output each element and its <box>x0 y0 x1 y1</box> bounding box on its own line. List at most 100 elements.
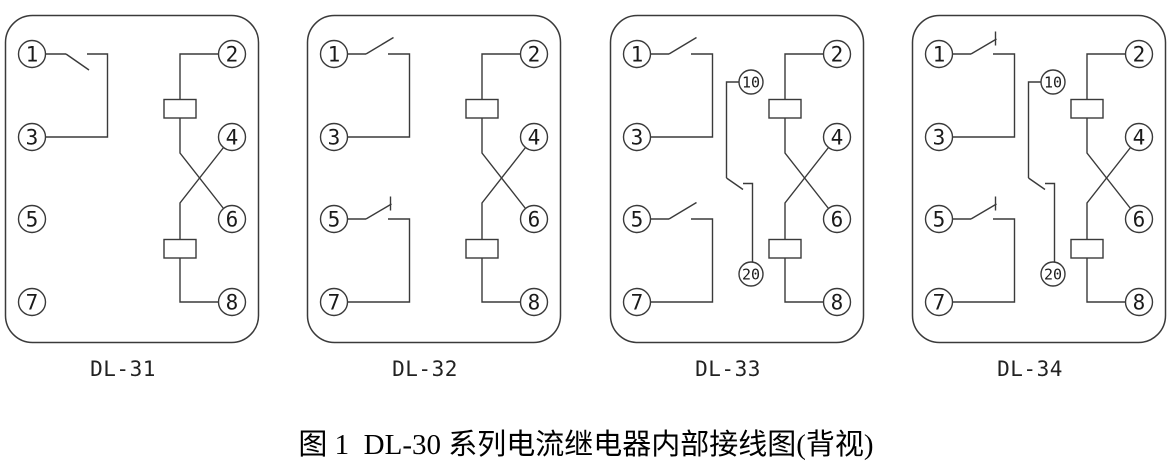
terminal-number: 5 <box>933 207 946 231</box>
contact-fixed-wire <box>347 53 411 138</box>
terminal-3: 3 <box>924 122 954 152</box>
terminal-number: 8 <box>528 290 541 314</box>
terminal-4: 4 <box>1124 122 1154 152</box>
terminal-number: 7 <box>933 290 946 314</box>
terminals: 1 2 3 4 5 6 7 8 10 20 <box>924 39 1154 317</box>
terminal-8: 8 <box>217 287 247 317</box>
relay-diagram-dl31: 1 2 3 4 5 6 7 8 <box>4 14 260 344</box>
contact-fixed-wire <box>650 218 714 303</box>
terminal-7: 7 <box>924 287 954 317</box>
terminal-1: 1 <box>319 39 349 69</box>
terminal-10: 10 <box>738 69 764 95</box>
cross-wire-left <box>1086 118 1132 209</box>
terminal-number: 3 <box>933 125 946 149</box>
coil-wire-bottom <box>784 258 824 303</box>
panel-label: DL-32 <box>392 357 458 381</box>
terminal-number: 7 <box>631 290 644 314</box>
terminal-number: 8 <box>831 290 844 314</box>
terminal-number: 1 <box>328 42 341 66</box>
terminal-8: 8 <box>822 287 852 317</box>
coil-wire-top <box>481 53 521 100</box>
cross-wire-right <box>481 147 527 240</box>
terminal-1: 1 <box>924 39 954 69</box>
relay-panel-dl33: 1 2 3 4 5 6 7 8 10 20 DL-33 <box>609 14 865 381</box>
terminal-number: 20 <box>742 265 760 283</box>
terminal-8: 8 <box>1124 287 1154 317</box>
terminal-6: 6 <box>519 204 549 234</box>
coil-symbol <box>768 238 802 259</box>
cross-wire-left <box>179 118 225 209</box>
coil-wire-top <box>784 53 824 100</box>
terminal-number: 3 <box>328 125 341 149</box>
terminal-number: 2 <box>1133 42 1146 66</box>
wiring <box>609 14 865 344</box>
terminal-4: 4 <box>519 122 549 152</box>
coil-wire-bottom <box>1086 258 1126 303</box>
terminal-number: 2 <box>528 42 541 66</box>
terminal-number: 5 <box>328 207 341 231</box>
terminal-4: 4 <box>217 122 247 152</box>
coil-symbol <box>1070 98 1104 119</box>
terminal-5: 5 <box>319 204 349 234</box>
coil-symbol <box>1070 238 1104 259</box>
contact-fixed-wire <box>952 218 1016 303</box>
terminal-2: 2 <box>822 39 852 69</box>
middle-contact-wire-20 <box>743 182 754 263</box>
relay-case-outline <box>4 14 260 344</box>
terminal-number: 7 <box>26 290 39 314</box>
coil-wire-bottom <box>179 258 219 303</box>
terminal-7: 7 <box>17 287 47 317</box>
terminal-3: 3 <box>622 122 652 152</box>
terminal-1: 1 <box>17 39 47 69</box>
panel-label: DL-33 <box>695 357 761 381</box>
terminal-number: 6 <box>831 207 844 231</box>
terminal-number: 3 <box>631 125 644 149</box>
coil-wire-bottom <box>481 258 521 303</box>
relay-case-outline <box>306 14 562 344</box>
terminal-number: 4 <box>528 125 541 149</box>
figure-caption: 图 1 DL-30 系列电流继电器内部接线图(背视) <box>298 429 874 461</box>
contact-fixed-wire <box>650 53 714 138</box>
terminal-10: 10 <box>1040 69 1066 95</box>
relay-diagram-dl34: 1 2 3 4 5 6 7 8 10 20 <box>911 14 1167 344</box>
coil-symbol <box>163 238 197 259</box>
panel-label: DL-31 <box>90 357 156 381</box>
cross-wire-right <box>784 147 830 240</box>
terminal-number: 5 <box>631 207 644 231</box>
terminal-number: 2 <box>226 42 239 66</box>
coil-symbol <box>465 238 499 259</box>
cross-wire-left <box>784 118 830 209</box>
terminal-number: 10 <box>742 73 760 91</box>
contact-blade <box>65 53 90 71</box>
relay-diagram-dl32: 1 2 3 4 5 6 7 8 <box>306 14 562 344</box>
relay-panel-dl32: 1 2 3 4 5 6 7 8 DL-32 <box>306 14 562 381</box>
coil-symbol <box>768 98 802 119</box>
terminal-number: 6 <box>1133 207 1146 231</box>
cross-wire-left <box>481 118 527 209</box>
contact-blade <box>668 36 697 55</box>
terminals: 1 2 3 4 5 6 7 8 <box>17 39 247 317</box>
terminal-1: 1 <box>622 39 652 69</box>
cross-wire-right <box>1086 147 1132 240</box>
terminal-number: 6 <box>528 207 541 231</box>
terminal-number: 7 <box>328 290 341 314</box>
terminal-5: 5 <box>17 204 47 234</box>
contact-fixed-wire <box>45 53 109 138</box>
coil-symbol <box>465 98 499 119</box>
terminal-number: 1 <box>933 42 946 66</box>
contact-blade <box>668 201 697 220</box>
terminal-2: 2 <box>217 39 247 69</box>
terminal-3: 3 <box>319 122 349 152</box>
middle-contact-wire-20 <box>1045 182 1056 263</box>
wiring <box>911 14 1167 344</box>
terminal-number: 5 <box>26 207 39 231</box>
wiring <box>4 14 260 344</box>
terminal-8: 8 <box>519 287 549 317</box>
wiring <box>306 14 562 344</box>
terminal-2: 2 <box>1124 39 1154 69</box>
terminal-20: 20 <box>1040 261 1066 287</box>
terminal-5: 5 <box>622 204 652 234</box>
middle-contact-blade <box>726 177 744 191</box>
coil-wire-top <box>179 53 219 100</box>
